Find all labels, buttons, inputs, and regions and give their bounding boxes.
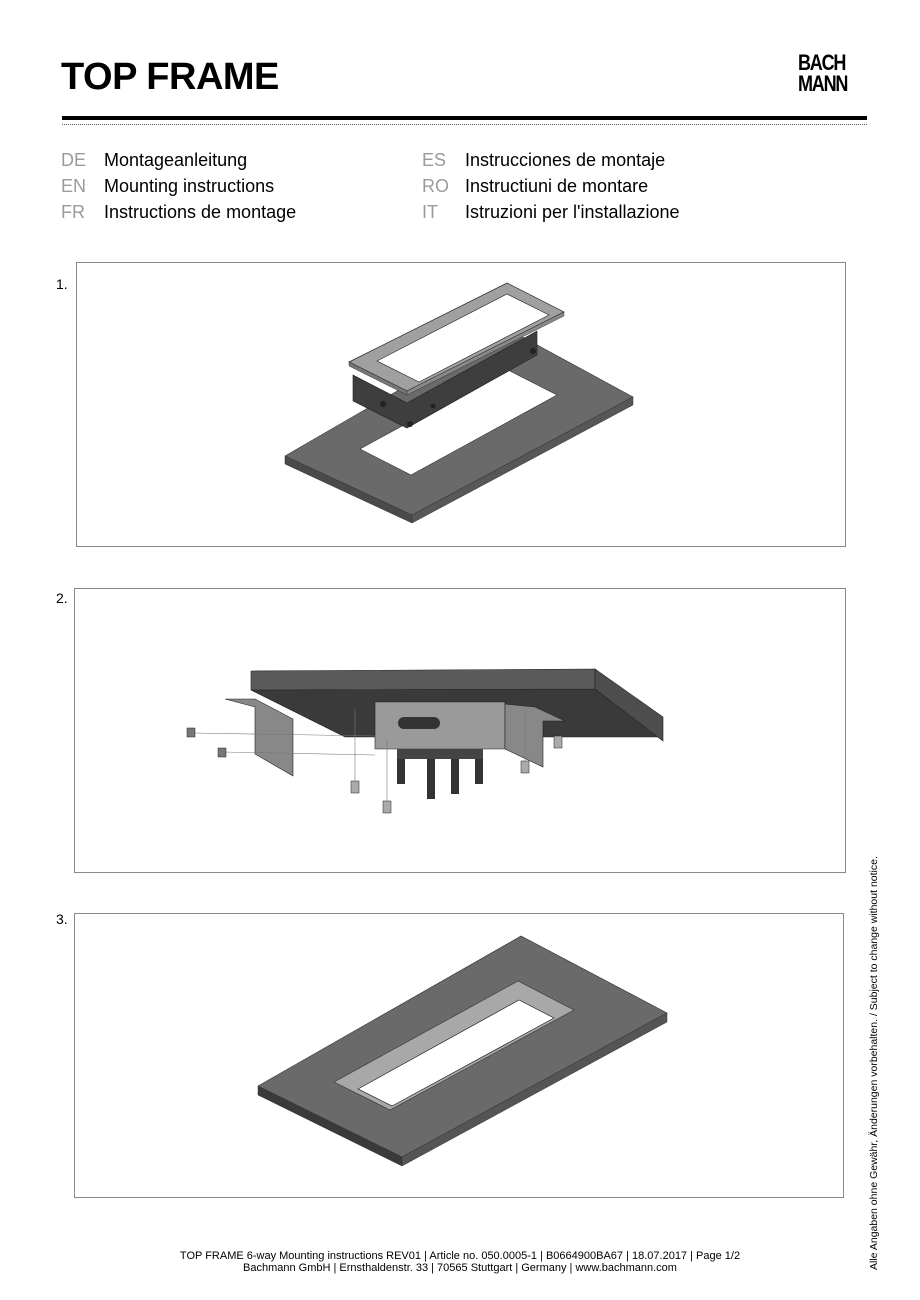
screw [520, 760, 530, 774]
logo-line-1: BACH [798, 50, 846, 75]
header-dotted-rule [62, 124, 867, 125]
logo-line-2: MANN [798, 71, 848, 96]
lang-text: Instrucciones de montaje [465, 150, 666, 170]
footer-line-2: Bachmann GmbH | Ernsthaldenstr. 33 | 705… [243, 1262, 677, 1274]
lang-text: Instructions de montage [104, 202, 297, 222]
document-title: TOP FRAME [61, 56, 279, 98]
nut [217, 747, 227, 758]
disclaimer-vertical: Alle Angaben ohne Gewähr, Änderungen vor… [868, 856, 880, 1270]
lang-code: ES [422, 150, 447, 170]
lang-text: Mounting instructions [104, 176, 275, 196]
nut [186, 727, 196, 738]
mounting-bracket-left [224, 698, 294, 777]
bachmann-logo: BACH MANN [798, 50, 848, 96]
screw [350, 780, 360, 794]
top-frame-opening [357, 999, 555, 1107]
top-frame-opening [376, 293, 550, 383]
worktop-side-edge [401, 1012, 668, 1167]
header-rule [62, 116, 867, 120]
step-3-illustration [257, 935, 668, 1167]
lang-text: Istruzioni per l'installazione [465, 202, 680, 222]
mounting-bracket-right [504, 703, 566, 768]
step-2-illustration [186, 668, 664, 814]
socket-box-body [352, 330, 538, 429]
footer-line-1: TOP FRAME 6-way Mounting instructions RE… [179, 1250, 741, 1262]
step-number-1: 1. [56, 276, 68, 292]
screw [382, 800, 392, 814]
step-3-illustration-frame [74, 913, 844, 1198]
screw [553, 735, 563, 749]
lang-code: EN [61, 176, 87, 196]
lang-code: RO [422, 176, 449, 196]
step-number-3: 3. [56, 911, 68, 927]
worktop-side-edge [411, 396, 634, 524]
step-1-illustration-frame [76, 262, 846, 547]
worktop-front-edge [250, 668, 596, 691]
lang-code: DE [61, 150, 87, 170]
socket-box [374, 701, 506, 750]
step-2-illustration-frame [74, 588, 846, 873]
step-1-illustration [284, 282, 634, 524]
lang-text: Instructiuni de montare [465, 176, 649, 196]
step-number-2: 2. [56, 590, 68, 606]
lang-code: IT [422, 202, 438, 222]
worktop-side-edge [594, 668, 664, 742]
lang-code: FR [61, 202, 85, 222]
lang-text: Montageanleitung [104, 150, 248, 170]
